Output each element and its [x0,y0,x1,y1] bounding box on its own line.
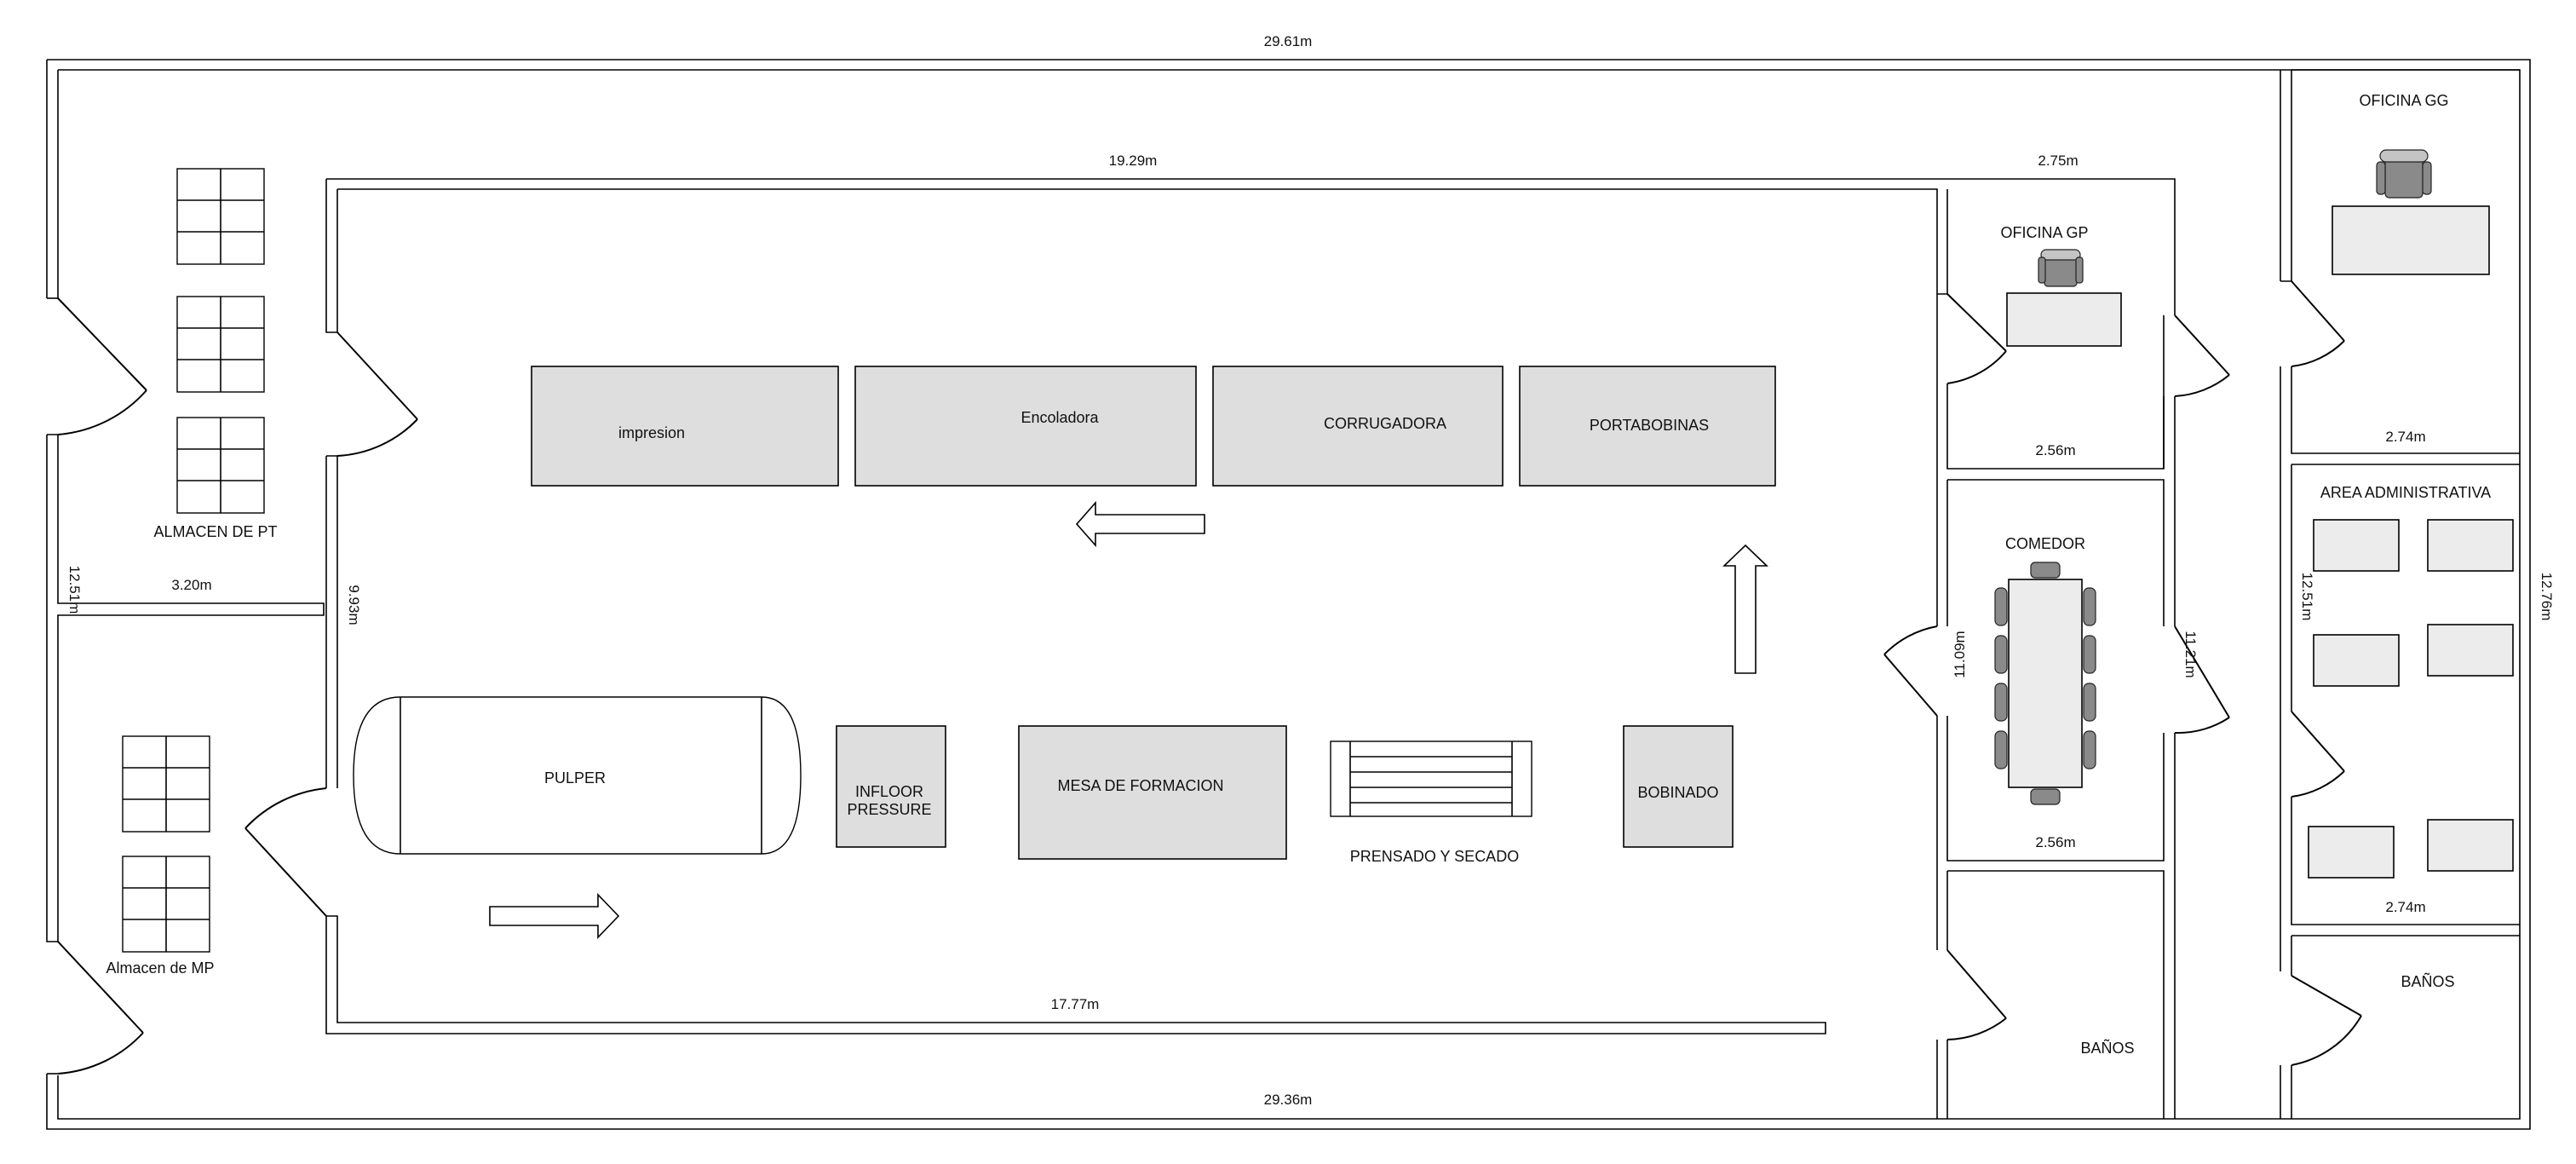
portabobinas-machine [1519,366,1776,487]
rack-mp-1 [122,735,210,833]
bobinado-machine [1623,725,1734,848]
dim-right-overall: 12.76m [2539,573,2555,621]
label-area-administrativa: AREA ADMINISTRATIVA [2320,484,2491,501]
label-pulper: PULPER [544,769,606,787]
label-mesa-de-formacion: MESA DE FORMACION [1057,777,1223,794]
door-oficina-gp-right [2174,314,2230,397]
chair-gg-icon [2376,149,2432,199]
chair-gp-icon [2038,249,2084,287]
rack-pt-1 [176,168,265,265]
label-almacen-mp: Almacen de MP [106,959,214,977]
dim-gp-office-top: 2.75m [2038,153,2078,169]
arrow-up-icon [1722,544,1768,674]
door-production-left [244,787,327,917]
label-portabobinas: PORTABOBINAS [1590,417,1709,434]
label-bobinado: BOBINADO [1637,784,1718,801]
dim-almacen-pt-width: 3.20m [171,577,211,593]
dim-production-top: 19.29m [1109,153,1158,169]
label-infloor: INFLOOR [855,783,923,800]
label-impresion: impresion [618,424,685,441]
oficina-gg-desk [2332,205,2490,275]
outer-wall [46,59,2531,1130]
admin-desks [2308,519,2514,879]
label-banos-right: BAÑOS [2401,972,2454,990]
dim-gg-office-bottom: 2.74m [2385,429,2425,445]
arrow-right-icon [489,893,620,939]
encoladora-machine [854,366,1197,487]
door-area-admin [2291,711,2345,798]
pulper-tank [353,696,802,855]
label-comedor: COMEDOR [2005,535,2085,552]
door-oficina-gg [2291,280,2345,367]
dim-admin-bottom: 2.74m [2385,899,2425,915]
door-almacen-pt [57,297,147,435]
corrugadora-machine [1212,366,1504,487]
label-almacen-pt: ALMACEN DE PT [153,523,277,540]
dim-comedor-right: 11.21m [2182,631,2199,677]
dim-comedor-bottom: 2.56m [2035,834,2075,850]
label-encoladora: Encoladora [1021,409,1099,426]
rack-pt-2 [176,296,265,393]
dim-admin-left: 12.51m [2299,573,2315,621]
rack-pt-3 [176,417,265,514]
right-column-walls [2280,69,2520,1119]
label-pressure: PRESSURE [847,801,931,818]
label-oficina-gp: OFICINA GP [2000,224,2088,241]
mesa-de-formacion [1018,725,1287,860]
door-comedor-left [1883,625,1938,717]
prensado-y-secado-machine [1330,740,1532,817]
dim-left-wing: 12.51m [66,566,83,614]
dim-comedor-left: 11.09m [1952,631,1968,677]
label-prensado-y-secado: PRENSADO Y SECADO [1350,848,1519,865]
dim-production-bottom: 17.77m [1051,996,1100,1012]
dim-gp-office-bottom: 2.56m [2035,442,2075,458]
oficina-gp-desk [2006,292,2122,347]
comedor-table [2008,579,2083,788]
impresion-machine [531,366,839,487]
door-banos-right [2291,975,2362,1066]
dim-production-left: 9.93m [346,585,362,625]
label-banos-middle: BAÑOS [2080,1039,2134,1057]
door-production-top [336,331,418,457]
infloor-pressure-machine [836,725,946,848]
middle-column-walls [1936,189,2176,1119]
comedor-chairs-icon [1994,562,2096,805]
arrow-left-icon [1075,500,1205,548]
dim-top-overall: 29.61m [1264,33,1313,49]
label-corrugadora: CORRUGADORA [1324,415,1446,432]
door-comedor-right [2174,625,2230,735]
rack-mp-2 [122,856,210,953]
door-oficina-gp-left [1946,293,2007,384]
dim-bottom-overall: 29.36m [1264,1092,1313,1108]
door-banos-middle [1946,949,2007,1040]
label-oficina-gg: OFICINA GG [2359,92,2448,109]
door-almacen-mp [57,941,144,1075]
